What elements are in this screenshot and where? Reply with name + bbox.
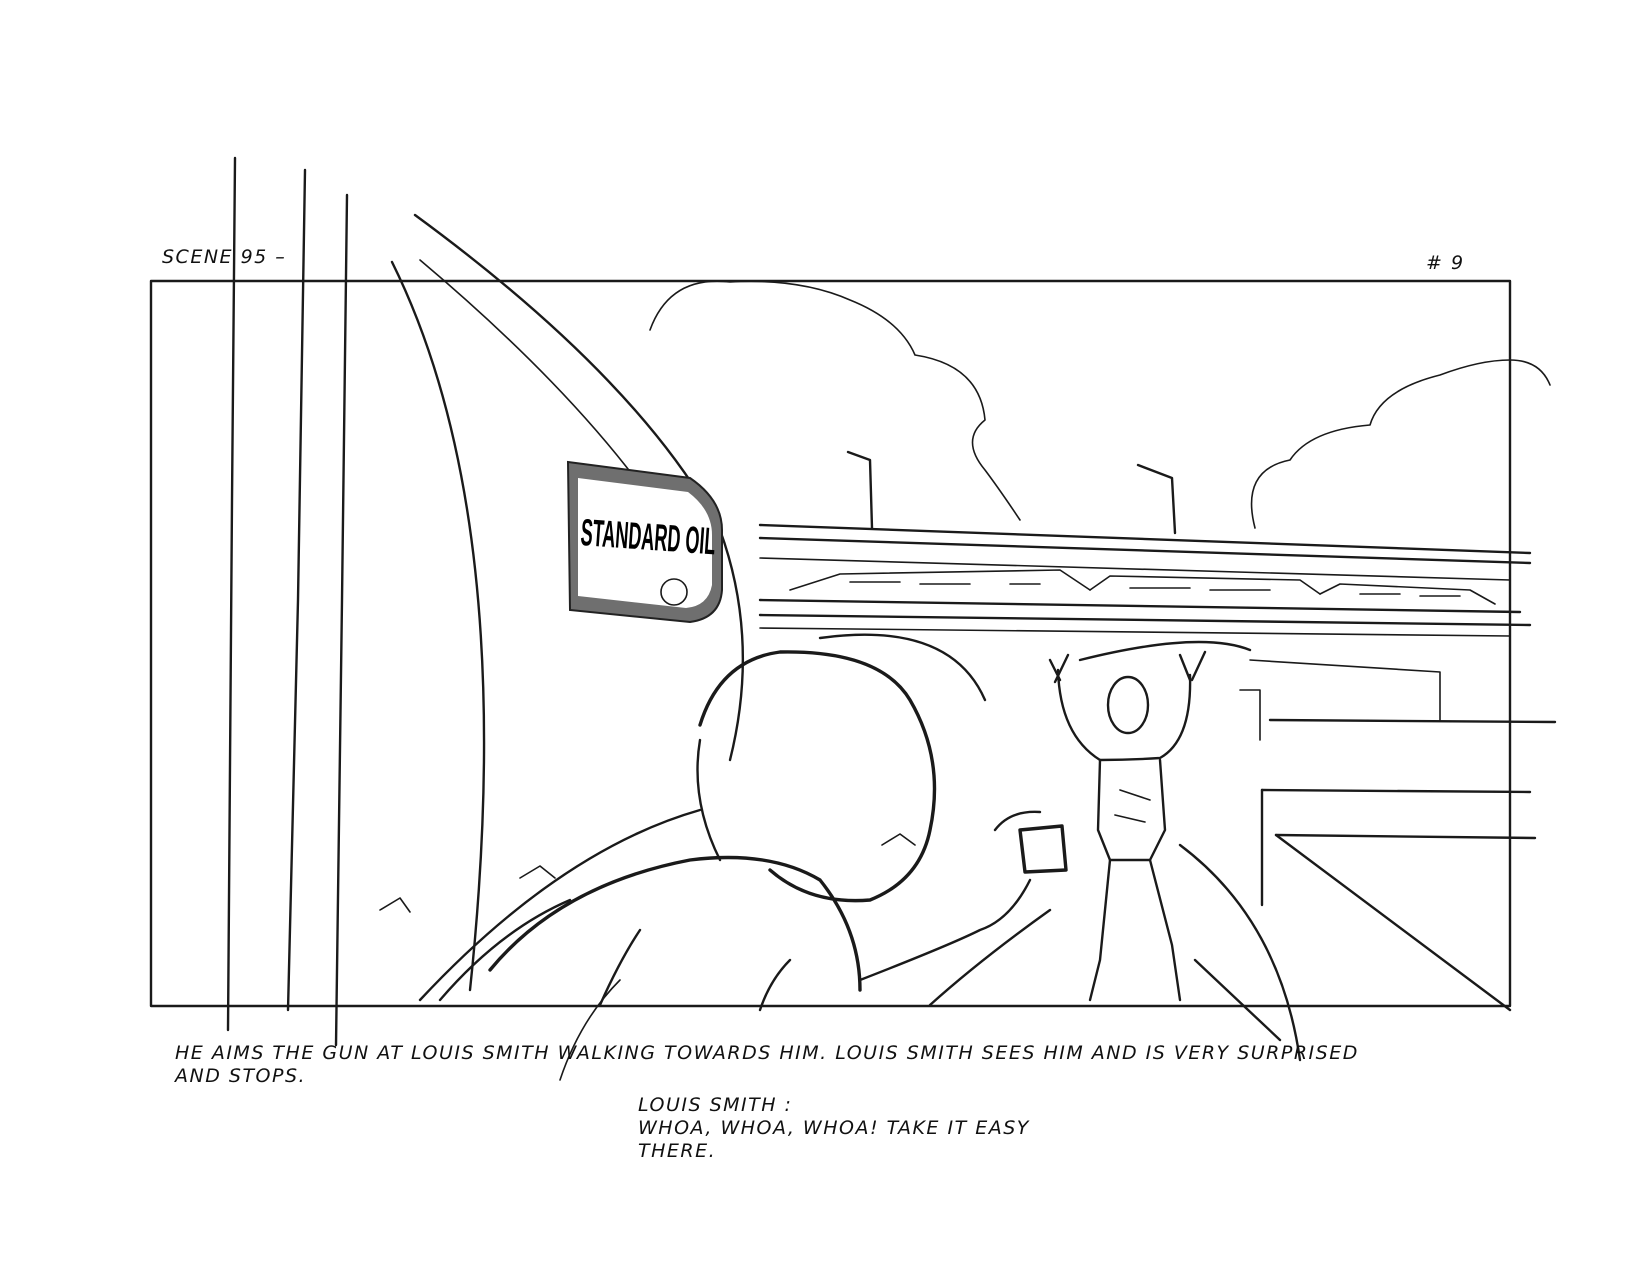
foreground-poles <box>226 156 349 1047</box>
louis-smith-figure <box>1048 650 1207 1002</box>
dialogue-speaker: LOUIS SMITH : <box>638 1094 793 1116</box>
action-description: HE AIMS THE GUN AT LOUIS SMITH WALKING T… <box>175 1042 1359 1088</box>
action-line-1: HE AIMS THE GUN AT LOUIS SMITH WALKING T… <box>175 1042 1359 1064</box>
scene-label: SCENE 95 – <box>162 246 287 268</box>
clouds <box>649 280 1551 529</box>
panel-number: # 9 <box>1426 252 1465 274</box>
action-line-2: AND STOPS. <box>175 1065 307 1087</box>
dialogue-line-2: THERE. <box>638 1140 717 1162</box>
sign-logo-icon <box>660 578 688 606</box>
right-structure <box>1260 718 1557 1012</box>
dialogue-block: LOUIS SMITH : WHOA, WHOA, WHOA! TAKE IT … <box>638 1094 1030 1163</box>
street-lamps <box>846 450 1177 535</box>
elevated-train-bridge <box>758 523 1532 741</box>
gunman-figure <box>379 650 1068 1012</box>
ground-lines <box>418 808 1302 1081</box>
standard-oil-sign: STANDARD OIL <box>566 460 723 624</box>
sign-text: STANDARD OIL <box>579 512 717 563</box>
dialogue-line-1: WHOA, WHOA, WHOA! TAKE IT EASY <box>638 1117 1030 1139</box>
panel-frame <box>149 279 1512 1008</box>
